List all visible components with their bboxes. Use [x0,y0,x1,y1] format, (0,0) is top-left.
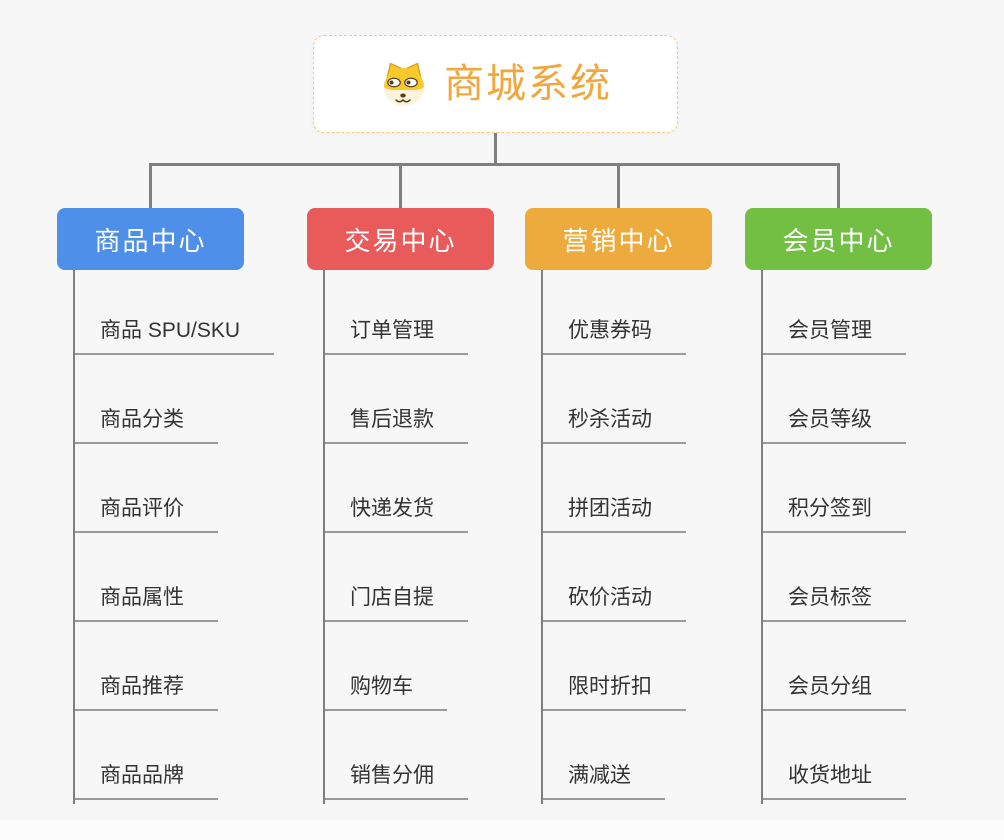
branch-children-column: 优惠券码 秒杀活动 拼团活动 砍价活动 限时折扣 满减送 [541,266,791,804]
root-title: 商城系统 [444,62,612,106]
leaf-label: 拼团活动 [541,496,686,533]
leaf-node[interactable]: 商品品牌 [73,711,323,800]
leaf-node[interactable]: 秒杀活动 [541,355,791,444]
connector-root-stem [494,132,497,164]
connector-drop-branch-2 [399,163,402,209]
leaf-node[interactable]: 会员管理 [761,266,1004,355]
branch-node-4[interactable]: 会员中心 [745,208,932,270]
branch-children-column: 会员管理 会员等级 积分签到 会员标签 会员分组 收货地址 [761,266,1004,804]
leaf-node[interactable]: 收货地址 [761,711,1004,800]
branch-children-column: 商品 SPU/SKU 商品分类 商品评价 商品属性 商品推荐 商品品牌 [73,266,323,804]
leaf-node[interactable]: 优惠券码 [541,266,791,355]
leaf-label: 积分签到 [761,496,906,533]
leaf-label: 购物车 [323,674,447,711]
leaf-node[interactable]: 拼团活动 [541,444,791,533]
leaf-node[interactable]: 积分签到 [761,444,1004,533]
leaf-label: 秒杀活动 [541,407,686,444]
leaf-node[interactable]: 满减送 [541,711,791,800]
leaf-node[interactable]: 限时折扣 [541,622,791,711]
branch-node-3[interactable]: 营销中心 [525,208,712,270]
leaf-label: 商品评价 [73,496,218,533]
leaf-node[interactable]: 会员等级 [761,355,1004,444]
root-node[interactable]: 商城系统 [313,35,678,133]
leaf-label: 限时折扣 [541,674,686,711]
branch-node-2[interactable]: 交易中心 [307,208,494,270]
leaf-node[interactable]: 销售分佣 [323,711,573,800]
leaf-node[interactable]: 售后退款 [323,355,573,444]
leaf-node[interactable]: 商品 SPU/SKU [73,266,323,355]
leaf-label: 商品品牌 [73,763,218,800]
leaf-node[interactable]: 商品推荐 [73,622,323,711]
dog-face-icon [384,62,424,106]
connector-drop-branch-4 [837,163,840,209]
leaf-label: 会员管理 [761,318,906,355]
leaf-label: 会员等级 [761,407,906,444]
leaf-node[interactable]: 会员标签 [761,533,1004,622]
connector-trunk [323,270,325,804]
connector-trunk [541,270,543,804]
leaf-label: 商品分类 [73,407,218,444]
leaf-label: 满减送 [541,763,665,800]
leaf-label: 订单管理 [323,318,468,355]
branch-children-column: 订单管理 售后退款 快递发货 门店自提 购物车 销售分佣 [323,266,573,804]
leaf-label: 会员分组 [761,674,906,711]
leaf-node[interactable]: 商品分类 [73,355,323,444]
leaf-label: 商品 SPU/SKU [73,318,275,355]
leaf-label: 快递发货 [323,496,468,533]
leaf-node[interactable]: 商品评价 [73,444,323,533]
leaf-label: 收货地址 [761,763,906,800]
leaf-label: 砍价活动 [541,585,686,622]
connector-horizontal-bar [149,163,840,166]
leaf-node[interactable]: 购物车 [323,622,573,711]
leaf-node[interactable]: 砍价活动 [541,533,791,622]
branch-node-1[interactable]: 商品中心 [57,208,244,270]
connector-trunk [73,270,75,804]
leaf-label: 会员标签 [761,585,906,622]
connector-drop-branch-3 [617,163,620,209]
connector-trunk [761,270,763,804]
leaf-node[interactable]: 门店自提 [323,533,573,622]
leaf-label: 商品推荐 [73,674,218,711]
leaf-label: 商品属性 [73,585,218,622]
connector-drop-branch-1 [149,163,152,209]
leaf-label: 门店自提 [323,585,468,622]
leaf-node[interactable]: 会员分组 [761,622,1004,711]
leaf-node[interactable]: 快递发货 [323,444,573,533]
leaf-label: 优惠券码 [541,318,686,355]
leaf-node[interactable]: 商品属性 [73,533,323,622]
leaf-node[interactable]: 订单管理 [323,266,573,355]
page-bottom-edge [0,820,1004,840]
leaf-label: 售后退款 [323,407,468,444]
leaf-label: 销售分佣 [323,763,468,800]
